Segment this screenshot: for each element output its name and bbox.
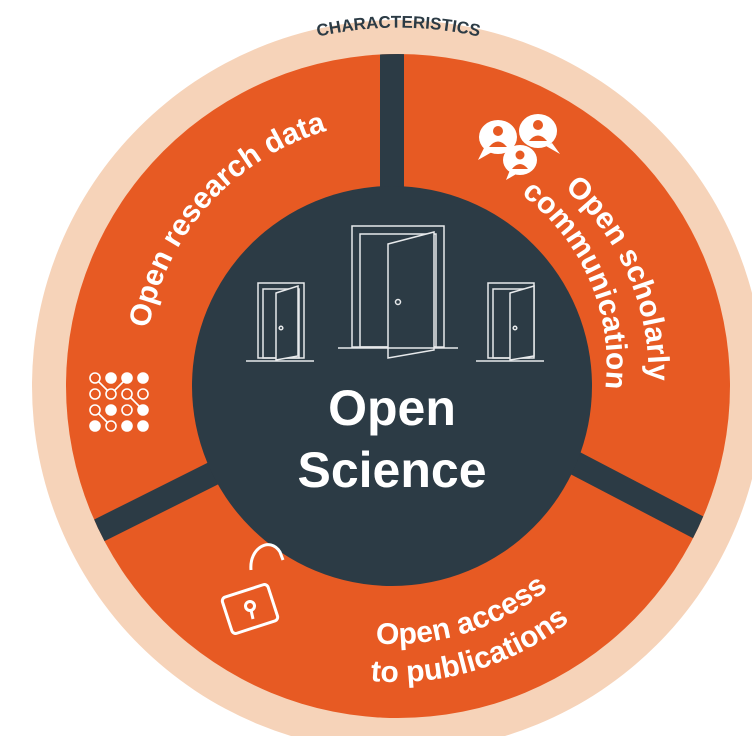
center-title-line1: Open: [328, 380, 456, 436]
divider-right: [544, 439, 730, 581]
center-circle: [192, 186, 592, 586]
center-title-line2: Science: [297, 442, 486, 498]
people-chat-icon: [478, 114, 560, 180]
data-network-icon: [89, 372, 149, 432]
open-lock-icon: [220, 543, 285, 635]
doors-icon: [246, 225, 544, 362]
